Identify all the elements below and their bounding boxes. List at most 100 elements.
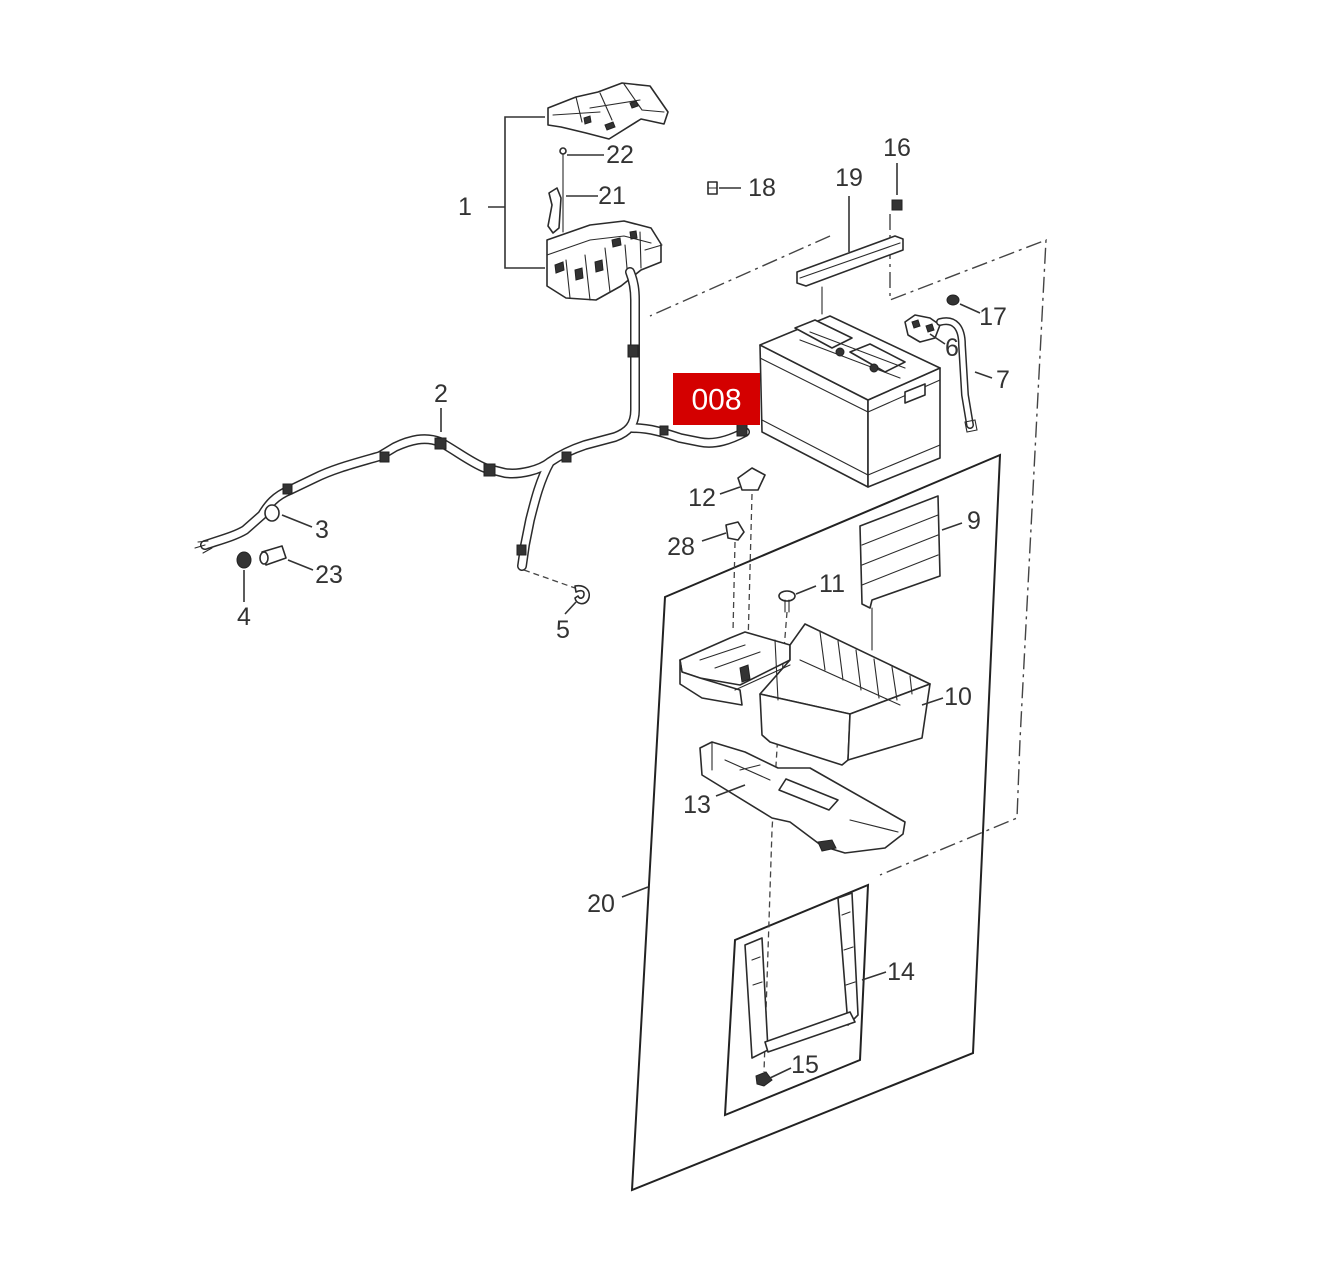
part-23-end	[259, 551, 269, 565]
part-11-head	[778, 590, 796, 602]
battery-top-bar	[799, 331, 906, 379]
callout-5: 5	[556, 616, 570, 644]
leader-line-10	[921, 697, 944, 706]
highlight-badge-label: 008	[691, 384, 741, 417]
callout-23: 23	[315, 561, 343, 589]
part-22-head	[559, 147, 567, 155]
harness-connector-battery	[736, 423, 748, 437]
tray-right-face	[847, 683, 931, 761]
harness-main-fill	[201, 268, 639, 549]
part-1-fuse-blocks	[554, 230, 638, 281]
harness-clip	[561, 451, 572, 463]
leader-line-13	[715, 784, 746, 797]
callout-22: 22	[606, 141, 634, 169]
part-3-grommet	[264, 504, 280, 522]
callout-19: 19	[835, 164, 863, 192]
assembly-line-hook-5	[523, 569, 576, 589]
leader-line-23	[287, 559, 314, 571]
part-18-fastener	[707, 181, 718, 195]
callout-3: 3	[315, 516, 329, 544]
part-14-detail	[751, 911, 856, 986]
leader-line-17	[959, 303, 981, 314]
part-9-ribs	[861, 514, 939, 586]
part-14-support-bracket	[744, 892, 859, 1059]
harness-clip	[627, 344, 639, 358]
harness-clip	[483, 463, 496, 477]
callout-11: 11	[819, 570, 845, 598]
callout-12: 12	[688, 484, 716, 512]
part-13-slot	[778, 778, 839, 811]
part-4-nut	[236, 551, 252, 569]
tray-ribs	[799, 631, 913, 706]
harness-clip	[282, 483, 293, 495]
part-2-wiring-harness	[194, 267, 750, 571]
tray-post	[739, 664, 751, 683]
bracket-1	[504, 116, 545, 269]
callout-28: 28	[667, 533, 695, 561]
part-17-nut	[946, 294, 960, 306]
part-9-plate	[859, 495, 941, 609]
part-22-screw	[559, 147, 567, 233]
leader-line-12	[719, 486, 741, 495]
leader-line-5	[564, 601, 577, 615]
callout-18: 18	[748, 174, 776, 202]
part-13-foot	[817, 839, 837, 852]
part-1-lower-box	[546, 220, 662, 301]
part-14-left-rail	[744, 937, 769, 1059]
part-1-lower-box-detail	[546, 231, 663, 301]
part-6-bolt	[911, 319, 935, 333]
part-9-insulation-plate	[859, 495, 941, 651]
harness-clip	[379, 451, 390, 463]
assembly-line-clip-12	[747, 493, 753, 646]
harness-clip	[434, 437, 447, 450]
callout-14: 14	[887, 958, 915, 986]
callout-9: 9	[967, 507, 981, 535]
assembly-line-right	[879, 214, 1047, 876]
part-14-right-rail	[837, 892, 859, 1026]
battery-terminal-cover-left	[794, 319, 853, 349]
part-28-clip	[725, 521, 745, 541]
part-1-top-cover-latch	[583, 100, 639, 131]
leader-line-9	[941, 522, 963, 531]
leader-line-20	[621, 886, 649, 898]
callout-1: 1	[458, 193, 472, 221]
callout-6: 6	[945, 334, 959, 362]
callout-13: 13	[683, 791, 711, 819]
tray-flange-wall	[679, 659, 743, 706]
part-11-bolt	[778, 590, 796, 613]
part-1-top-cover-detail	[552, 83, 665, 123]
highlight-badge-background	[673, 373, 760, 425]
tray-flange-detail	[699, 639, 791, 701]
part-7-cable-fill	[937, 318, 973, 428]
callout-16: 16	[883, 134, 911, 162]
part-13-tray-bracket	[699, 741, 906, 854]
highlight-badge: 008	[673, 373, 760, 425]
callout-10: 10	[944, 683, 972, 711]
part-10-battery-tray	[679, 623, 931, 766]
callout-17: 17	[979, 303, 1007, 331]
part-21-clip	[547, 187, 562, 234]
part-14-cross-bar	[764, 1011, 856, 1053]
part-19-bar-edge	[799, 242, 901, 279]
part-13-detail	[711, 741, 899, 833]
part-12-clip	[737, 467, 766, 491]
harness-wire-ends	[194, 540, 213, 554]
harness-connector-branch	[659, 425, 669, 436]
part-7-lug	[964, 419, 978, 433]
frame-20-outline	[630, 453, 1002, 1192]
leader-line-7	[974, 371, 993, 379]
assembly-line-harness	[649, 235, 831, 317]
battery-base-line	[761, 419, 941, 476]
callout-4: 4	[237, 603, 251, 631]
battery	[759, 315, 941, 488]
leader-line-3	[281, 514, 313, 528]
leader-line-15	[769, 1067, 792, 1079]
part-19-hold-down-bar	[796, 235, 904, 315]
battery-terminal-positive	[869, 363, 879, 373]
part-15-clip	[755, 1071, 773, 1087]
callout-15: 15	[791, 1051, 819, 1079]
part-11-shank	[784, 599, 790, 613]
part-1-box-assembly	[504, 82, 669, 301]
battery-terminal-negative	[835, 347, 845, 357]
